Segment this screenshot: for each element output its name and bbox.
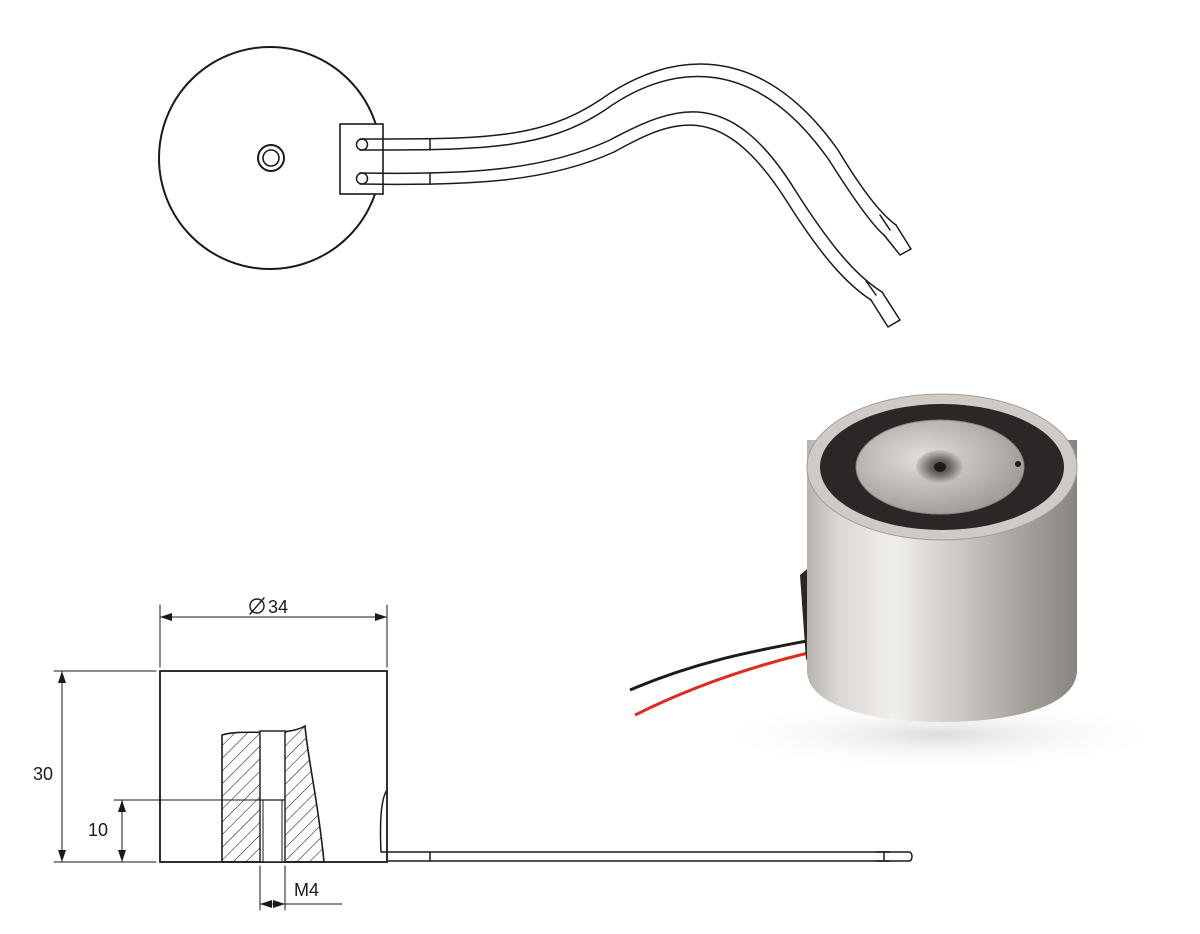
- dimension-thread-depth: 10: [88, 799, 261, 863]
- dimension-thread: M4: [259, 865, 343, 911]
- thread-value: M4: [294, 880, 319, 900]
- dimension-diameter: 34: [159, 597, 388, 668]
- hole-center: [934, 462, 946, 472]
- diameter-symbol: [249, 597, 265, 615]
- photo-shadow: [710, 700, 1170, 770]
- diameter-value: 34: [268, 597, 288, 617]
- thread-depth-value: 10: [88, 820, 108, 840]
- cable-tip: [875, 851, 913, 862]
- wire-lower: [355, 111, 901, 328]
- product-photo: [629, 393, 1170, 770]
- lead-hole: [1015, 461, 1021, 467]
- side-view: 34 30 10 M4: [33, 597, 913, 911]
- wire-red: [634, 650, 813, 717]
- wire-black: [629, 638, 813, 692]
- top-view: [158, 46, 912, 328]
- dimension-height: 30: [33, 670, 157, 863]
- wire-upper: [355, 63, 912, 256]
- center-hole-outer: [257, 144, 285, 172]
- cable-exit-block: [339, 123, 384, 195]
- center-hole-inner: [262, 149, 280, 167]
- height-value: 30: [33, 764, 53, 784]
- cable-exit: [379, 789, 388, 853]
- bore: [259, 730, 286, 863]
